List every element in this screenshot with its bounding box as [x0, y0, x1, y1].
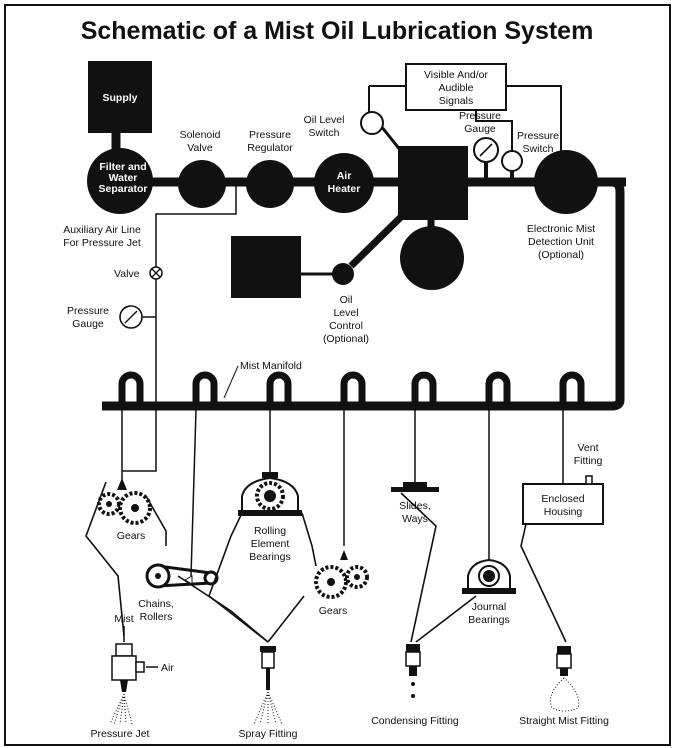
filter-label-3: Separator [98, 183, 147, 195]
condensing-fitting-label: Condensing Fitting [371, 715, 459, 727]
filter-separator [87, 148, 153, 214]
pressure-regulator-label-1: Pressure [249, 129, 291, 141]
supply-label: Supply [102, 92, 137, 104]
olc-label-3: Control [329, 320, 363, 332]
gauge-top-needle [479, 143, 493, 157]
drop-lines [121, 409, 564, 577]
gears-icon [97, 478, 152, 525]
enclosed-label-1: Enclosed [541, 493, 584, 505]
schematic-canvas: Schematic of a Mist Oil Lubrication Syst… [63, 17, 626, 740]
aux-label-2: For Pressure Jet [63, 237, 141, 249]
air-heater-label-2: Heater [328, 183, 361, 195]
spray-fitting-icon [253, 646, 283, 725]
diagram-frame: Schematic of a Mist Oil Lubrication Syst… [4, 4, 671, 746]
oil-level-switch-label-2: Switch [309, 127, 340, 139]
condensing-fitting-icon [405, 644, 421, 698]
air-line [102, 177, 626, 411]
manifold-drops [118, 371, 585, 404]
return-lines [85, 481, 567, 643]
slides-ways-icon [391, 482, 439, 492]
journal-label-1: Journal [472, 601, 506, 613]
pressure-regulator [246, 160, 294, 208]
gears-label-1: Gears [117, 530, 146, 542]
vent-label-2: Fitting [574, 455, 603, 467]
rolling-element-bearing-icon [238, 472, 302, 516]
slides-label-2: Ways [402, 513, 428, 525]
olc-label-2: Level [333, 307, 358, 319]
emd-label-2: Detection Unit [528, 236, 594, 248]
signals-wire-right [506, 85, 562, 156]
oil-reservoir [400, 226, 464, 290]
rolling-label-1: Rolling [254, 525, 286, 537]
rolling-label-2: Element [251, 538, 290, 550]
signals-wire-switch [475, 110, 513, 151]
olc-label-4: (Optional) [323, 333, 369, 345]
enclosed-housing [522, 483, 604, 525]
signals-label-3: Signals [439, 95, 473, 107]
supply-box [88, 61, 152, 133]
chains-label-2: Rollers [140, 611, 173, 623]
chains-label-1: Chains, [138, 598, 174, 610]
straight-mist-fitting-icon [550, 646, 580, 712]
rolling-label-3: Bearings [249, 551, 290, 563]
aux-label-1: Auxiliary Air Line [63, 224, 141, 236]
filter-label-1: Filter and [99, 161, 146, 173]
pressure-jet-label: Pressure Jet [91, 728, 150, 740]
chains-rollers-icon [145, 563, 219, 589]
valve-label: Valve [114, 268, 140, 280]
diagram-title: Schematic of a Mist Oil Lubrication Syst… [81, 17, 594, 45]
air-label: Air [161, 662, 174, 674]
signals-label-1: Visible And/or [424, 69, 489, 81]
filter-label-2: Water [109, 172, 138, 184]
oil-level-control [332, 263, 354, 285]
olc-label-1: Oil [340, 294, 353, 306]
vent-label-1: Vent [577, 442, 598, 454]
pressure-regulator-label-2: Regulator [247, 142, 293, 154]
pressure-gauge-left-label-2: Gauge [72, 318, 104, 330]
journal-label-2: Bearings [468, 614, 509, 626]
auxiliary-air-line [121, 182, 237, 482]
solenoid-label-2: Valve [187, 142, 213, 154]
mist-generator [398, 146, 468, 220]
manifold-label: Mist Manifold [240, 360, 302, 372]
mist-label: Mist [114, 613, 133, 625]
switch-stem [379, 125, 403, 152]
vent-fitting-icon [585, 475, 593, 485]
pressure-jet-fitting-icon [109, 643, 145, 725]
oil-level-switch [360, 111, 384, 135]
straight-mist-fitting-label: Straight Mist Fitting [519, 715, 609, 727]
pressure-switch-label-1: Pressure [517, 130, 559, 142]
gauge-left-needle [124, 310, 138, 324]
pressure-switch [501, 150, 523, 172]
air-heater [314, 153, 374, 213]
pressure-gauge-top-label-2: Gauge [464, 123, 496, 135]
oil-level-control-box [231, 236, 301, 298]
valve-x-2 [151, 268, 161, 278]
gears-icon-2 [314, 550, 369, 599]
gears-label-2: Gears [319, 605, 348, 617]
spray-fitting-label: Spray Fitting [239, 728, 298, 740]
oil-level-switch-label-1: Oil Level [304, 114, 345, 126]
emd-label-1: Electronic Mist [527, 223, 595, 235]
manifold-leader [223, 365, 239, 399]
pressure-gauge-left-label-1: Pressure [67, 305, 109, 317]
pressure-switch-label-2: Switch [523, 143, 554, 155]
air-heater-label-1: Air [337, 170, 352, 182]
solenoid-valve [178, 160, 226, 208]
signals-label-2: Audible [438, 82, 473, 94]
electronic-mist-detection-unit [534, 150, 598, 214]
pressure-gauge-top-label-1: Pressure [459, 110, 501, 122]
olc-pipe [348, 211, 407, 269]
journal-bearings-icon [462, 558, 516, 594]
enclosed-label-2: Housing [544, 506, 583, 518]
solenoid-label-1: Solenoid [180, 129, 221, 141]
emd-label-3: (Optional) [538, 249, 584, 261]
